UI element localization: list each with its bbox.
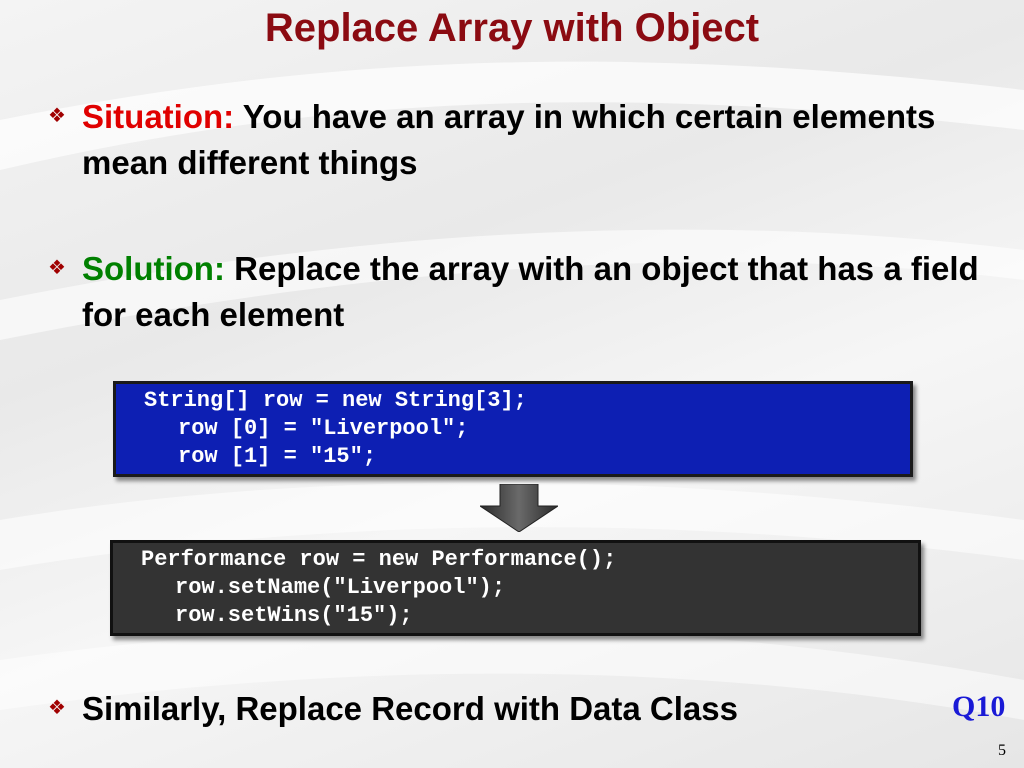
code-before-line: row [0] = "Liverpool"; [178, 416, 469, 441]
bullet-solution-text: Solution: Replace the array with an obje… [82, 246, 988, 338]
bullet-situation-text: Situation: You have an array in which ce… [82, 94, 988, 186]
slide-title: Replace Array with Object [264, 6, 760, 50]
question-reference: Q10 [952, 690, 1006, 723]
situation-keyword: Situation: [82, 98, 235, 135]
diamond-bullet-icon: ❖ [48, 697, 66, 719]
down-arrow-icon [480, 484, 558, 532]
code-after-line: row.setName("Liverpool"); [175, 575, 506, 600]
code-after-box: Performance row = new Performance(); row.… [110, 540, 921, 636]
page-number: 5 [998, 742, 1006, 759]
code-after-line: row.setWins("15"); [175, 603, 413, 628]
diamond-bullet-icon: ❖ [48, 257, 66, 279]
code-before-line: row [1] = "15"; [178, 444, 377, 469]
code-before-box: String[] row = new String[3]; row [0] = "… [113, 381, 913, 477]
bullet-solution: ❖ Solution: Replace the array with an ob… [48, 246, 988, 338]
diamond-bullet-icon: ❖ [48, 105, 66, 127]
code-before-line: String[] row = new String[3]; [144, 388, 527, 413]
solution-body: Replace the array with an object that ha… [82, 250, 979, 333]
solution-keyword: Solution: [82, 250, 225, 287]
bullet-situation: ❖ Situation: You have an array in which … [48, 94, 988, 186]
code-after-line: Performance row = new Performance(); [141, 547, 617, 572]
bullet-similarly: ❖ Similarly, Replace Record with Data Cl… [48, 686, 988, 732]
situation-body: You have an array in which certain eleme… [82, 98, 936, 181]
bullet-similarly-text: Similarly, Replace Record with Data Clas… [82, 690, 738, 727]
